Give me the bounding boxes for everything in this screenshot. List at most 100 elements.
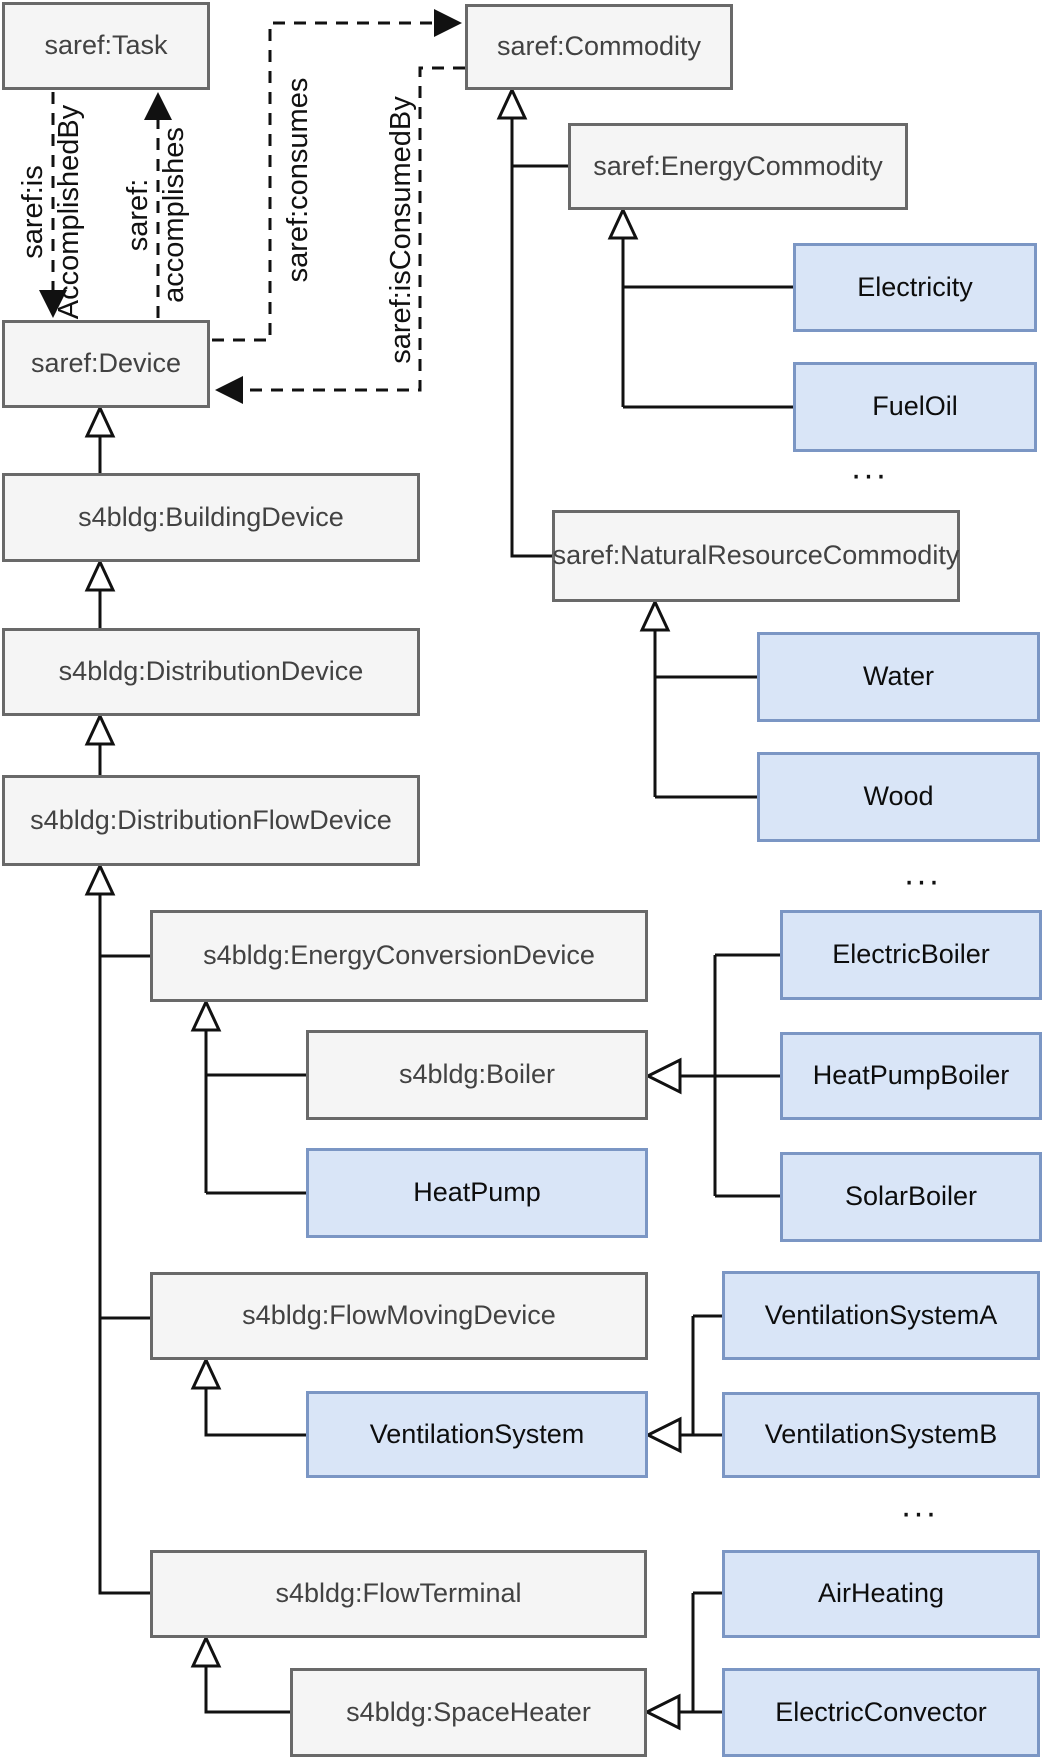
edge-trunk-flowmovingdevice-children [190,1356,306,1437]
node-s4bldg-energyconversiondevice: s4bldg:EnergyConversionDevice [150,910,648,1002]
wire [204,1666,290,1714]
node-label: saref:Commodity [496,31,702,62]
node-label: s4bldg:SpaceHeater [346,1696,591,1727]
node-saref-naturalresourcecommodity: saref:NaturalResourceCommodity [552,510,960,602]
node-label: s4bldg:Boiler [398,1059,556,1090]
edge-trunk-energycommodity-children [607,206,793,409]
node-label: Wood [863,781,934,812]
hollow-triangle-left-icon [644,1057,682,1095]
node-label: FuelOil [872,391,958,422]
node-s4bldg-boiler: s4bldg:Boiler [306,1030,648,1120]
node-heatpumpboiler: HeatPumpBoiler [780,1032,1042,1120]
arrowhead-right-icon [434,9,462,37]
node-ventilationsystemb: VentilationSystemB [722,1392,1040,1478]
edge-trunk-spaceheater-children [643,1591,722,1731]
edge-buildingdevice-device [84,404,116,473]
arrowhead-up-icon [144,92,172,120]
hollow-triangle-up-icon [84,404,116,438]
node-s4bldg-flowterminal: s4bldg:FlowTerminal [150,1550,647,1638]
node-label: HeatPumpBoiler [812,1060,1010,1091]
node-label: HeatPump [413,1177,541,1208]
edge-trunk-flowterminal-children [190,1634,290,1714]
edge-accomplishes: saref: accomplishes [122,92,190,318]
node-s4bldg-distributionflowdevice: s4bldg:DistributionFlowDevice [2,775,420,866]
dashed-wire [212,21,436,342]
node-label: saref:EnergyCommodity [593,150,883,181]
wire [510,118,552,558]
edge-label-is-accomplished-by-line2: AccomplishedBy [53,104,85,319]
node-label: VentilationSystemB [764,1419,998,1450]
node-saref-task: saref:Task [2,2,210,90]
edge-label-accomplishes-line2: accomplishes [158,127,190,303]
ellipsis-natural-resource-commodities: ... [904,854,942,893]
node-s4bldg-spaceheater: s4bldg:SpaceHeater [290,1668,647,1757]
node-solarboiler: SolarBoiler [780,1152,1042,1242]
node-label: VentilationSystemA [764,1299,998,1330]
node-label: s4bldg:FlowMovingDevice [242,1300,556,1331]
edge-label-is-accomplished-by-line1: saref:is [17,165,49,258]
hollow-triangle-left-icon [643,1693,681,1731]
edge-distributiondevice-buildingdevice [84,558,116,628]
node-label: saref:Device [30,348,182,379]
edge-label-consumes: saref:consumes [282,78,314,283]
node-label: s4bldg:FlowTerminal [275,1578,522,1609]
arrowhead-left-icon [215,376,243,404]
node-label: Electricity [857,271,973,302]
edge-trunk-ventilationsystem-children [644,1314,722,1454]
hollow-triangle-up-icon [190,998,222,1032]
node-label: saref:Task [44,30,168,61]
edge-distributionflowdevice-distributiondevice [84,712,116,775]
node-label: saref:NaturalResourceCommodity [552,540,960,571]
node-electricboiler: ElectricBoiler [780,910,1042,1000]
node-label: s4bldg:DistributionFlowDevice [30,804,392,835]
dashed-wire [241,66,465,392]
ellipsis-energy-commodities: ... [851,448,889,487]
node-label: VentilationSystem [369,1418,585,1449]
node-label: AirHeating [817,1578,945,1609]
node-saref-device: saref:Device [2,320,210,408]
hollow-triangle-left-icon [644,1416,682,1454]
hollow-triangle-up-icon [84,712,116,746]
edge-trunk-boiler-children [644,953,780,1198]
hollow-triangle-up-icon [607,206,639,240]
node-saref-energycommodity: saref:EnergyCommodity [568,123,908,210]
node-label: s4bldg:EnergyConversionDevice [203,940,595,971]
edge-trunk-commodity-children [496,86,568,558]
edge-trunk-energyconversiondevice-children [190,998,306,1195]
hollow-triangle-up-icon [190,1356,222,1390]
node-label: SolarBoiler [844,1181,978,1212]
node-water: Water [757,632,1040,722]
node-s4bldg-flowmovingdevice: s4bldg:FlowMovingDevice [150,1272,648,1360]
wire [204,1388,306,1437]
node-label: s4bldg:DistributionDevice [58,656,364,687]
node-ventilationsystem: VentilationSystem [306,1391,648,1478]
node-label: ElectricConvector [775,1696,987,1727]
edge-is-accomplished-by: saref:is AccomplishedBy [17,92,85,319]
edge-consumes: saref:consumes [212,9,462,342]
edge-is-consumed-by: saref:isConsumedBy [215,66,465,404]
node-label: ElectricBoiler [832,939,990,970]
node-electricity: Electricity [793,243,1037,332]
node-airheating: AirHeating [722,1550,1040,1638]
hollow-triangle-up-icon [190,1634,222,1668]
node-fueloil: FuelOil [793,362,1037,452]
node-electricconvector: ElectricConvector [722,1668,1040,1757]
edge-label-accomplishes-line1: saref: [122,179,154,252]
node-wood: Wood [757,752,1040,842]
edge-trunk-distributionflowdevice-children [84,862,150,1595]
wire [98,894,150,1595]
edge-label-is-consumed-by: saref:isConsumedBy [385,96,417,364]
node-s4bldg-buildingdevice: s4bldg:BuildingDevice [2,473,420,562]
hollow-triangle-up-icon [84,862,116,896]
arrowhead-down-icon [39,290,67,318]
edge-trunk-naturalresourcecommodity-children [639,598,757,799]
node-label: Water [862,661,934,692]
hollow-triangle-up-icon [496,86,528,120]
node-saref-commodity: saref:Commodity [465,4,733,90]
hollow-triangle-up-icon [84,558,116,592]
ellipsis-ventilation-systems: ... [901,1486,939,1525]
hollow-triangle-up-icon [639,598,671,632]
node-label: s4bldg:BuildingDevice [78,501,344,532]
